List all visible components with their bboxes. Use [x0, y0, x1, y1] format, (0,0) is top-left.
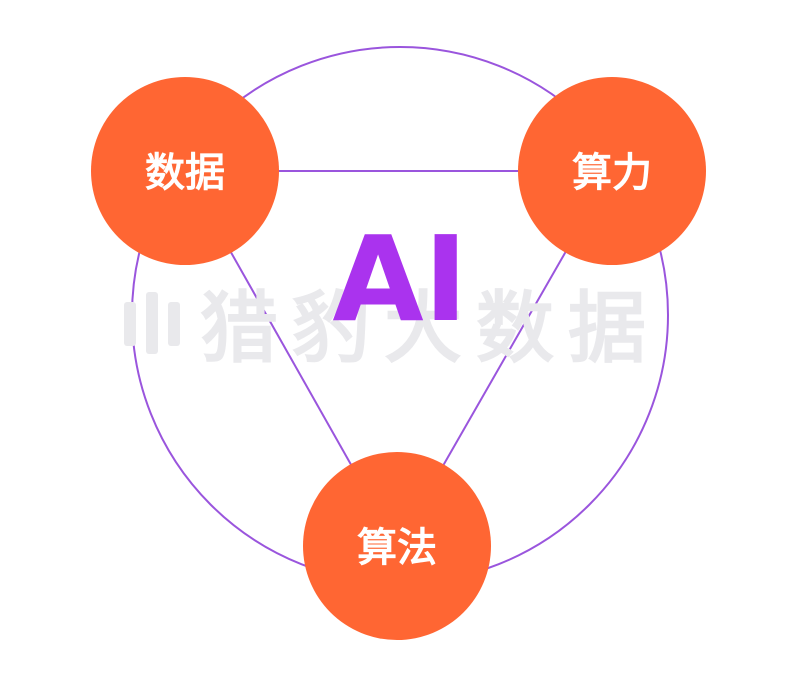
watermark-text: 猎豹大数据 [200, 284, 660, 374]
watermark-logo-icon [124, 292, 180, 354]
center-label: AI [332, 210, 467, 348]
node-algorithm-label: 算法 [357, 525, 437, 571]
node-data-label: 数据 [145, 150, 225, 196]
node-algorithm: 算法 [303, 452, 491, 640]
node-algorithm-circle [303, 452, 491, 640]
watermark: 猎豹大数据 [124, 284, 660, 374]
node-compute: 算力 [518, 77, 706, 265]
node-compute-circle [518, 77, 706, 265]
node-data-circle [91, 77, 279, 265]
node-compute-label: 算力 [572, 150, 652, 196]
node-data: 数据 [91, 77, 279, 265]
